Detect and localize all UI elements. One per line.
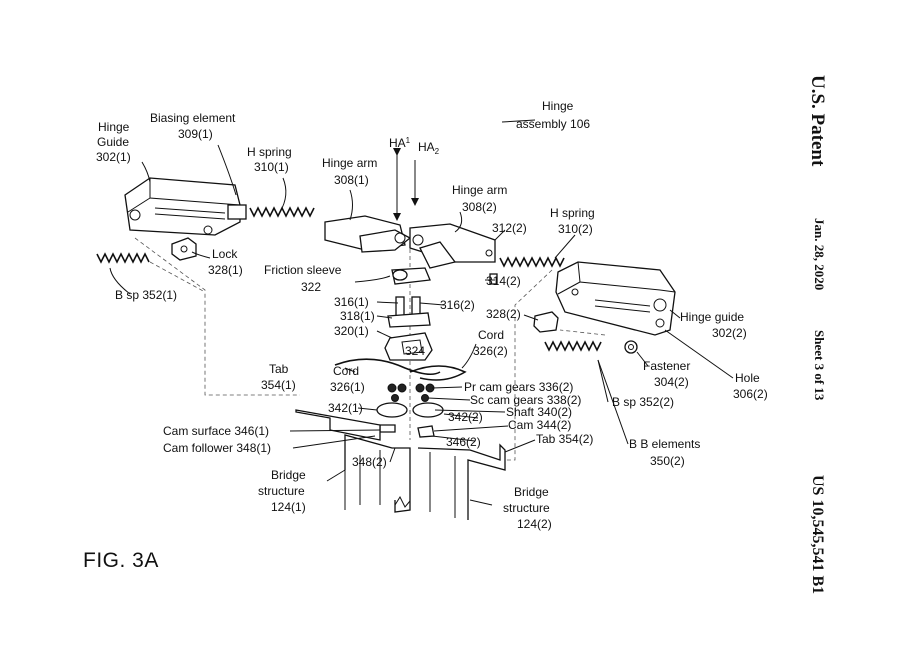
label-348-2: 348(2) <box>352 455 387 469</box>
patent-number: US 10,545,541 B1 <box>809 475 826 594</box>
break-line <box>394 495 411 508</box>
label-h-spring-1: H spring <box>247 145 292 159</box>
label-cord-2-num: 326(2) <box>473 344 508 358</box>
label-bridge-2: Bridge <box>514 485 549 499</box>
label-cam-344: Cam 344(2) <box>508 418 571 432</box>
bridge-structure-1 <box>344 434 411 513</box>
label-hinge-guide-2-num: 302(2) <box>712 326 747 340</box>
hinge-arm-2 <box>409 223 496 269</box>
label-tab-1: Tab <box>269 362 289 376</box>
label-hinge-assembly: Hinge <box>542 99 574 113</box>
label-hinge-assembly-num: assembly 106 <box>516 117 590 131</box>
label-tab-1-num: 354(1) <box>261 378 296 392</box>
label-fastener-num: 304(2) <box>654 375 689 389</box>
label-342-2: 342(2) <box>448 410 483 424</box>
h-spring-2 <box>499 256 565 268</box>
label-312: 312(2) <box>492 221 527 235</box>
label-sc-cam-gears: Sc cam gears 338(2) <box>470 393 581 407</box>
label-friction-sleeve-num: 322 <box>301 280 321 294</box>
label-friction-sleeve: Friction sleeve <box>264 263 342 277</box>
label-cord-2: Cord <box>478 328 504 342</box>
pins-316-318 <box>387 296 431 328</box>
cam-344 <box>379 424 435 438</box>
label-hinge-arm-1: Hinge arm <box>322 156 377 170</box>
label-cam-follower: Cam follower 348(1) <box>163 441 271 455</box>
hinge-axes <box>393 148 419 221</box>
label-ha1: HA1 <box>389 136 411 150</box>
label-316-1: 316(1) <box>334 295 369 309</box>
fastener <box>624 340 638 354</box>
label-fastener: Fastener <box>643 359 690 373</box>
label-320-1: 320(1) <box>334 324 369 338</box>
label-cam-surface: Cam surface 346(1) <box>163 424 269 438</box>
lock-2 <box>533 311 559 333</box>
label-hole-num: 306(2) <box>733 387 768 401</box>
label-h-spring-2: H spring <box>550 206 595 220</box>
construction-lines <box>134 235 606 461</box>
label-h-spring-2-num: 310(2) <box>558 222 593 236</box>
label-lock-1: Lock <box>212 247 238 261</box>
label-bb-elements: B B elements <box>629 437 700 451</box>
b-spring-2 <box>544 340 602 352</box>
label-342-1: 342(1) <box>328 401 363 415</box>
lock-1 <box>171 237 197 261</box>
label-bb-elements-num: 350(2) <box>650 454 685 468</box>
label-lock-1-num: 328(1) <box>208 263 243 277</box>
side-header: U.S. Patent Jan. 28, 2020 Sheet 3 of 13 … <box>807 75 828 594</box>
label-h-spring-1-num: 310(1) <box>254 160 289 174</box>
figure-label: FIG. 3A <box>83 549 159 572</box>
cam-gears <box>387 383 435 402</box>
label-biasing-element: Biasing element <box>150 111 236 125</box>
bridge-structure-2 <box>417 443 506 520</box>
label-bridge-1-b: structure <box>258 484 305 498</box>
label-328-2: 328(2) <box>486 307 521 321</box>
hinge-guide-2 <box>555 261 676 336</box>
label-316-2: 316(2) <box>440 298 475 312</box>
patent-title: U.S. Patent <box>807 75 828 167</box>
hinge-guide-1 <box>124 177 247 236</box>
part-labels: Hinge assembly 106 Hinge Guide 302(1) Bi… <box>96 99 768 531</box>
label-hinge-arm-2: Hinge arm <box>452 183 507 197</box>
tab-1 <box>295 409 381 441</box>
label-bridge-2-num: 124(2) <box>517 517 552 531</box>
label-bridge-2-b: structure <box>503 501 550 515</box>
pin-314 <box>489 273 498 285</box>
leader-lines <box>109 119 734 506</box>
label-tab-2: Tab 354(2) <box>536 432 593 446</box>
label-biasing-element-num: 309(1) <box>178 127 213 141</box>
label-314: 314(2) <box>486 274 521 288</box>
friction-sleeve <box>391 267 431 285</box>
label-cord-1-num: 326(1) <box>330 380 365 394</box>
label-bridge-1-num: 124(1) <box>271 500 306 514</box>
label-hole: Hole <box>735 371 760 385</box>
patent-sheet: Sheet 3 of 13 <box>812 330 827 401</box>
label-pr-cam-gears: Pr cam gears 336(2) <box>464 380 573 394</box>
label-318-1: 318(1) <box>340 309 375 323</box>
label-shaft: Shaft 340(2) <box>506 405 572 419</box>
cord-1 <box>334 358 441 376</box>
label-346-2: 346(2) <box>446 435 481 449</box>
label-b-sp-1: B sp 352(1) <box>115 288 177 302</box>
label-hinge-guide-2: Hinge guide <box>680 310 744 324</box>
cord-2 <box>409 365 467 381</box>
label-ha2: HA2 <box>418 140 440 156</box>
label-hinge-guide-1-num: 302(1) <box>96 150 131 164</box>
label-324: 324 <box>405 344 425 358</box>
label-bridge-1: Bridge <box>271 468 306 482</box>
b-spring-1 <box>96 252 150 264</box>
gear-housing-320 <box>384 332 433 361</box>
label-hinge-arm-2-num: 308(2) <box>462 200 497 214</box>
label-hinge-arm-1-num: 308(1) <box>334 173 369 187</box>
hinge-arm-1 <box>324 215 412 253</box>
label-hinge-guide-1-b: Guide <box>97 135 129 149</box>
patent-date: Jan. 28, 2020 <box>812 218 827 290</box>
label-hinge-guide-1: Hinge <box>98 120 130 134</box>
label-cord-1: Cord <box>333 364 359 378</box>
label-b-sp-2: B sp 352(2) <box>612 395 674 409</box>
